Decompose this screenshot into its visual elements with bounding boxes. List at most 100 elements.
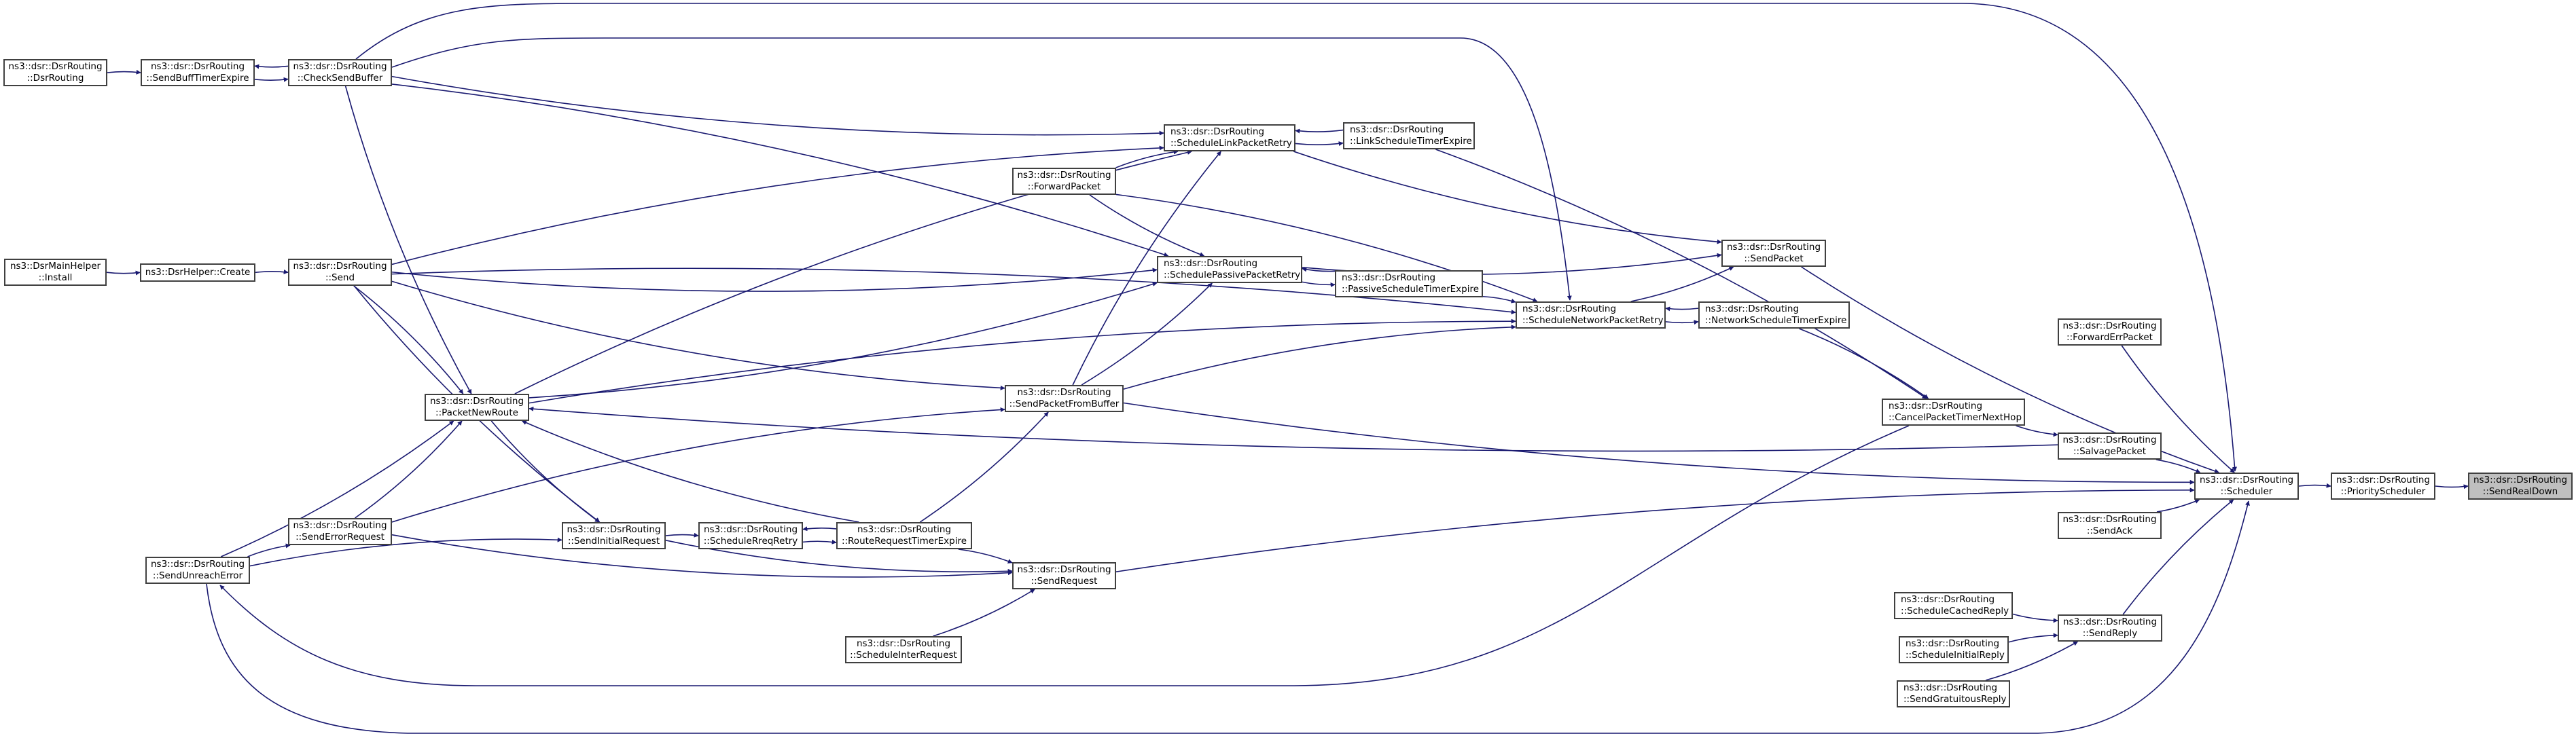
node-label-line2: ::PassiveScheduleTimerExpire [1342, 284, 1480, 295]
edge-cancel-packet-timer-next-hop-to-send-unreach-error [219, 425, 1910, 686]
edge-send-packet-from-buffer-to-schedule-passive-packet-retry [1081, 282, 1213, 386]
edge-network-schedule-timer-expire-to-schedule-network-packet-retry [1665, 306, 1699, 312]
node-label-line2: ::SendPacket [1744, 253, 1804, 264]
node-helper-create[interactable]: ns3::DsrHelper::Create [140, 263, 255, 282]
node-send-buff-timer-expire[interactable]: ns3::dsr::DsrRouting::SendBuffTimerExpir… [141, 59, 255, 86]
node-label-line2: ::SalvagePacket [2073, 446, 2146, 457]
node-label-line2: ::SendGratuitousReply [1903, 694, 2007, 705]
node-label-line1: ns3::dsr::DsrRouting [1906, 638, 2000, 649]
node-label-line2: ::DsrRouting [26, 73, 84, 84]
node-label-line2: ::SendPacketFromBuffer [1009, 399, 1120, 409]
node-send-ack[interactable]: ns3::dsr::DsrRouting::SendAck [2058, 512, 2162, 539]
node-label-line1: ns3::dsr::DsrRouting [150, 559, 245, 570]
node-label-line2: ::Send [325, 272, 355, 283]
edge-schedule-cached-reply-to-send-reply [2012, 613, 2058, 623]
node-schedule-cached-reply[interactable]: ns3::dsr::DsrRouting::ScheduleCachedRepl… [1894, 592, 2013, 619]
edge-schedule-initial-reply-to-send-reply [2008, 633, 2058, 643]
node-label-line2: ::ScheduleInitialReply [1906, 650, 2005, 661]
node-label-line2: ::LinkScheduleTimerExpire [1350, 136, 1472, 147]
edge-check-send-buffer-to-schedule-link-packet-retry [391, 75, 1164, 136]
edge-check-send-buffer-to-send-buff-timer-expire [254, 64, 289, 69]
node-ctor[interactable]: ns3::dsr::DsrRouting::DsrRouting [3, 59, 107, 86]
edge-main-helper-install-to-helper-create [106, 270, 141, 276]
node-send-packet-from-buffer[interactable]: ns3::dsr::DsrRouting::SendPacketFromBuff… [1005, 385, 1124, 412]
edge-schedule-network-packet-retry-to-send-packet [1630, 266, 1734, 302]
node-send-request[interactable]: ns3::dsr::DsrRouting::SendRequest [1012, 562, 1116, 589]
node-label-line2: ::SchedulePassivePacketRetry [1164, 270, 1301, 280]
edge-route-request-timer-expire-to-packet-new-route [521, 420, 859, 523]
edge-send-error-request-to-send-request [391, 534, 1013, 578]
node-label-line2: ::CancelPacketTimerNextHop [1889, 412, 2022, 423]
edge-forward-err-packet-to-scheduler [2121, 345, 2235, 473]
edge-send-request-to-scheduler [1115, 487, 2195, 572]
node-link-schedule-timer-expire[interactable]: ns3::dsr::DsrRouting::LinkScheduleTimerE… [1343, 122, 1475, 149]
edge-packet-new-route-to-schedule-passive-packet-retry [529, 282, 1158, 399]
node-network-schedule-timer-expire[interactable]: ns3::dsr::DsrRouting::NetworkScheduleTim… [1698, 301, 1850, 329]
node-schedule-passive-packet-retry[interactable]: ns3::dsr::DsrRouting::SchedulePassivePac… [1157, 256, 1302, 283]
node-label-line1: ns3::dsr::DsrRouting [293, 520, 387, 531]
node-label-line2: ::CheckSendBuffer [297, 73, 383, 84]
node-label-line1: ns3::dsr::DsrRouting [1705, 303, 1800, 314]
node-send-unreach-error[interactable]: ns3::dsr::DsrRouting::SendUnreachError [145, 557, 250, 584]
node-label-line1: ns3::dsr::DsrRouting [1889, 401, 1983, 411]
node-send-packet[interactable]: ns3::dsr::DsrRouting::SendPacket [1721, 240, 1826, 267]
node-label-line2: ::SendInitialRequest [567, 536, 660, 547]
edge-check-send-buffer-to-scheduler [355, 3, 2238, 472]
node-schedule-initial-reply[interactable]: ns3::dsr::DsrRouting::ScheduleInitialRep… [1899, 636, 2009, 663]
node-main-helper-install[interactable]: ns3::DsrMainHelper::Install [4, 259, 107, 286]
edge-schedule-link-packet-retry-to-link-schedule-timer-expire [1295, 141, 1344, 146]
node-forward-packet[interactable]: ns3::dsr::DsrRouting::ForwardPacket [1012, 168, 1116, 195]
node-schedule-rreq-retry[interactable]: ns3::dsr::DsrRouting::ScheduleRreqRetry [698, 522, 803, 549]
node-scheduler[interactable]: ns3::dsr::DsrRouting::Scheduler [2194, 473, 2299, 500]
edge-send-buff-timer-expire-to-check-send-buffer [254, 77, 289, 82]
node-schedule-network-packet-retry[interactable]: ns3::dsr::DsrRouting::ScheduleNetworkPac… [1516, 301, 1666, 329]
node-label-line1: ns3::dsr::DsrRouting [1901, 594, 1995, 605]
edge-schedule-link-packet-retry-to-send-packet [1293, 151, 1722, 244]
node-schedule-inter-request[interactable]: ns3::dsr::DsrRouting::ScheduleInterReque… [845, 636, 962, 663]
node-schedule-link-packet-retry[interactable]: ns3::dsr::DsrRouting::ScheduleLinkPacket… [1164, 124, 1295, 151]
edge-salvage-packet-to-packet-new-route [529, 406, 2058, 452]
node-label-line1: ns3::dsr::DsrRouting [293, 61, 387, 72]
node-label-line2: ::SendBuffTimerExpire [146, 73, 249, 84]
node-label-line2: ::Install [38, 272, 73, 283]
node-passive-schedule-timer-expire[interactable]: ns3::dsr::DsrRouting::PassiveScheduleTim… [1335, 270, 1483, 297]
node-salvage-packet[interactable]: ns3::dsr::DsrRouting::SalvagePacket [2058, 432, 2162, 460]
edge-send-packet-from-buffer-to-scheduler [1123, 402, 2195, 485]
edge-salvage-packet-to-scheduler [2155, 459, 2201, 473]
node-label-line2: ::RouteRequestTimerExpire [841, 536, 967, 547]
node-cancel-packet-timer-next-hop[interactable]: ns3::dsr::DsrRouting::CancelPacketTimerN… [1882, 399, 2025, 426]
node-send-gratuitous-reply[interactable]: ns3::dsr::DsrRouting::SendGratuitousRepl… [1897, 680, 2010, 707]
node-send-error-request[interactable]: ns3::dsr::DsrRouting::SendErrorRequest [288, 518, 392, 545]
node-check-send-buffer[interactable]: ns3::dsr::DsrRouting::CheckSendBuffer [288, 59, 392, 86]
edge-check-send-buffer-to-packet-new-route [344, 86, 472, 394]
node-label-line1: ns3::dsr::DsrRouting [1170, 126, 1265, 137]
node-packet-new-route[interactable]: ns3::dsr::DsrRouting::PacketNewRoute [425, 394, 529, 421]
node-label-line1: ns3::dsr::DsrRouting [703, 524, 798, 535]
node-priority-scheduler[interactable]: ns3::dsr::DsrRouting::PriorityScheduler [2331, 473, 2435, 500]
node-send[interactable]: ns3::dsr::DsrRouting::Send [288, 259, 392, 286]
edge-priority-scheduler-to-send-real-down [2435, 484, 2469, 490]
node-label-line2: ::ScheduleRreqRetry [703, 536, 798, 547]
edge-send-unreach-error-to-send-error-request [247, 543, 291, 557]
node-send-initial-request[interactable]: ns3::dsr::DsrRouting::SendInitialRequest [562, 522, 666, 549]
node-label-line2: ::ScheduleLinkPacketRetry [1170, 138, 1292, 149]
edge-network-schedule-timer-expire-to-cancel-packet-timer-next-hop [1799, 328, 1929, 399]
node-label-line1: ns3::dsr::DsrRouting [8, 61, 103, 72]
node-label-line2: ::ScheduleInterRequest [850, 650, 957, 661]
node-label-line1: ns3::dsr::DsrRouting [429, 396, 524, 407]
node-forward-err-packet[interactable]: ns3::dsr::DsrRouting::ForwardErrPacket [2058, 318, 2162, 346]
node-label-line2: ::SendErrorRequest [296, 532, 384, 542]
node-label-line1: ns3::dsr::DsrRouting [2062, 616, 2158, 627]
node-label-line1: ns3::dsr::DsrRouting [1726, 242, 1821, 253]
edge-route-request-timer-expire-to-send-packet-from-buffer [919, 411, 1049, 523]
edge-link-schedule-timer-expire-to-schedule-link-packet-retry [1295, 128, 1344, 134]
node-label-line2: ::SendReply [2082, 628, 2138, 639]
node-label-line1: ns3::dsr::DsrRouting [1903, 682, 1998, 693]
edge-send-initial-request-to-schedule-rreq-retry [665, 532, 699, 538]
node-label-line1: ns3::dsr::DsrRouting [567, 524, 661, 535]
node-label-line2: ::SendRealDown [2482, 486, 2558, 497]
node-send-reply[interactable]: ns3::dsr::DsrRouting::SendReply [2058, 614, 2162, 642]
node-route-request-timer-expire[interactable]: ns3::dsr::DsrRouting::RouteRequestTimerE… [836, 522, 972, 549]
edge-send-to-packet-new-route [353, 285, 464, 394]
